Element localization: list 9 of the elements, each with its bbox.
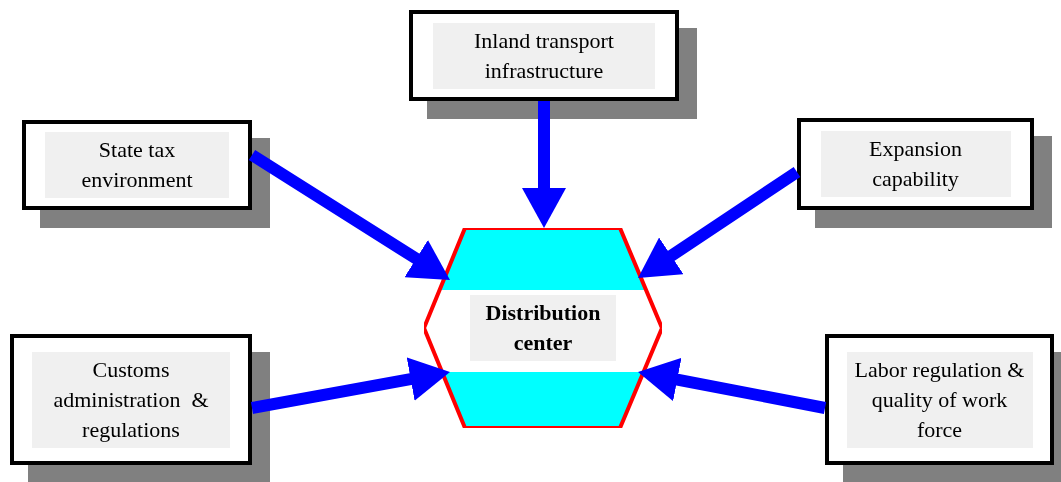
arrow [636,357,827,414]
factor-label: Expansion capability [820,131,1011,197]
factor-label: Inland transport infrastructure [433,22,655,89]
factor-label: Labor regulation & quality of work force [846,351,1033,448]
arrow [522,101,566,228]
factor-label: Customs administration & regulations [32,351,230,448]
arrow [250,357,452,414]
factor-label: State tax environment [45,132,229,198]
center-label: Distribution center [470,295,616,361]
